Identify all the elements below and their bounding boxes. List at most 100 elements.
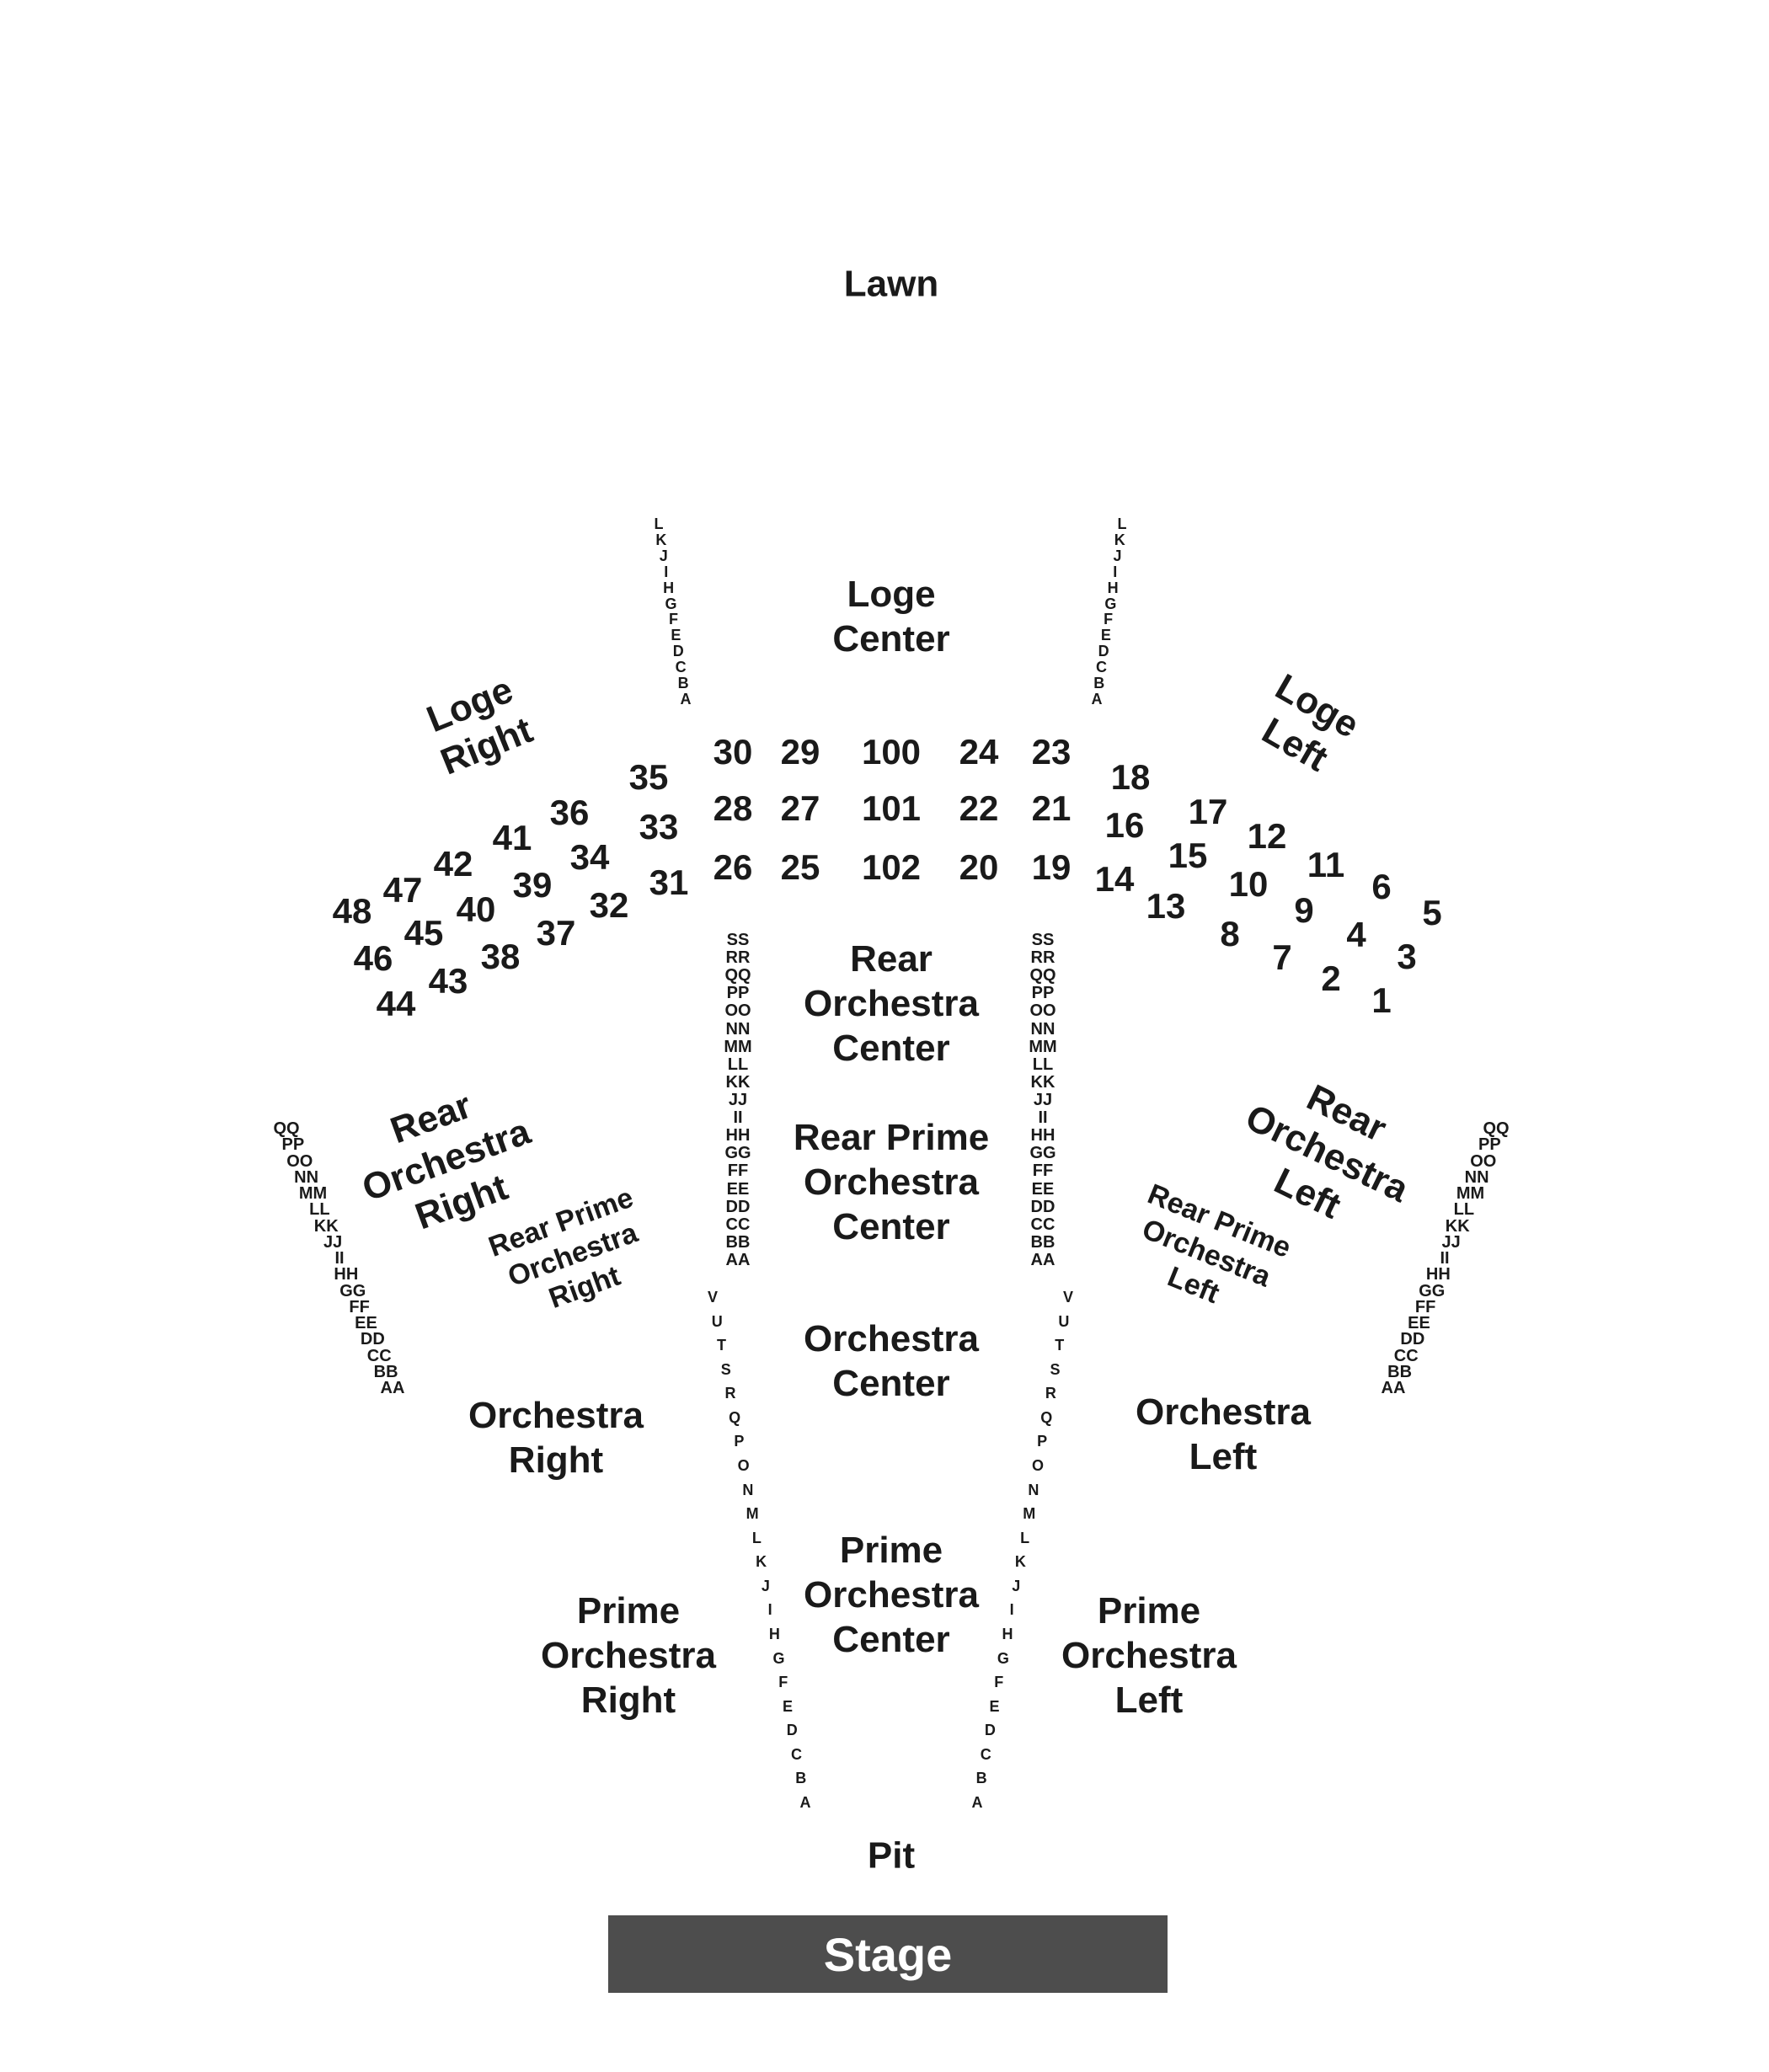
loge-box-47[interactable]: 47 bbox=[382, 869, 423, 910]
label-line: Center bbox=[832, 1363, 950, 1404]
loge-box-23[interactable]: 23 bbox=[1031, 731, 1072, 772]
loge-box-100[interactable]: 100 bbox=[861, 731, 922, 772]
section-prime-orchestra-left[interactable]: Prime Orchestra Left bbox=[1061, 1589, 1237, 1722]
label-line: Prime bbox=[1097, 1589, 1201, 1631]
loge-box-2[interactable]: 2 bbox=[1321, 958, 1341, 998]
rear-orchestra-right-side-row-ff: FF bbox=[349, 1297, 370, 1316]
orchestra-left-aisle-row-n: N bbox=[1028, 1481, 1039, 1498]
loge-box-3[interactable]: 3 bbox=[1397, 936, 1417, 976]
loge-box-26[interactable]: 26 bbox=[713, 846, 753, 887]
loge-box-18[interactable]: 18 bbox=[1110, 756, 1151, 797]
loge-box-16[interactable]: 16 bbox=[1104, 804, 1145, 845]
loge-box-30[interactable]: 30 bbox=[713, 731, 753, 772]
section-loge-right[interactable]: Loge Right bbox=[418, 667, 539, 785]
loge-box-20[interactable]: 20 bbox=[959, 846, 999, 887]
rear-orchestra-right-side-row-gg: GG bbox=[339, 1281, 366, 1300]
section-prime-orchestra-center[interactable]: Prime Orchestra Center bbox=[804, 1529, 979, 1662]
section-prime-orchestra-right[interactable]: Prime Orchestra Right bbox=[541, 1589, 716, 1722]
section-loge-center[interactable]: Loge Center bbox=[832, 573, 949, 662]
loge-box-36[interactable]: 36 bbox=[549, 792, 590, 832]
rear-orchestra-right-aisle-row-oo: OO bbox=[724, 1001, 751, 1021]
section-orchestra-center[interactable]: Orchestra Center bbox=[804, 1317, 979, 1407]
loge-box-38[interactable]: 38 bbox=[480, 936, 521, 976]
loge-box-31[interactable]: 31 bbox=[649, 862, 689, 902]
loge-box-19[interactable]: 19 bbox=[1031, 846, 1072, 887]
loge-box-39[interactable]: 39 bbox=[512, 864, 553, 905]
section-pit[interactable]: Pit bbox=[867, 1834, 916, 1877]
loge-box-24[interactable]: 24 bbox=[959, 731, 999, 772]
rear-orchestra-right-aisle-row-pp: PP bbox=[726, 984, 750, 1003]
orchestra-right-aisle-row-m: M bbox=[746, 1505, 759, 1523]
loge-box-48[interactable]: 48 bbox=[332, 890, 372, 931]
loge-box-9[interactable]: 9 bbox=[1294, 889, 1314, 930]
loge-box-13[interactable]: 13 bbox=[1146, 885, 1186, 926]
loge-right-aisle-row-k: K bbox=[655, 531, 667, 548]
label-line: Orchestra bbox=[1061, 1634, 1237, 1676]
loge-box-14[interactable]: 14 bbox=[1094, 858, 1135, 899]
loge-box-21[interactable]: 21 bbox=[1031, 788, 1072, 828]
section-orchestra-left[interactable]: Orchestra Left bbox=[1136, 1391, 1311, 1480]
loge-box-28[interactable]: 28 bbox=[713, 788, 753, 828]
loge-box-33[interactable]: 33 bbox=[639, 806, 679, 846]
loge-box-34[interactable]: 34 bbox=[569, 836, 610, 877]
loge-box-8[interactable]: 8 bbox=[1220, 913, 1240, 953]
rear-orchestra-right-side-row-cc: CC bbox=[366, 1346, 392, 1365]
rear-orchestra-right-aisle-row-ff: FF bbox=[727, 1161, 749, 1181]
loge-box-7[interactable]: 7 bbox=[1272, 937, 1292, 977]
loge-box-6[interactable]: 6 bbox=[1371, 866, 1392, 906]
section-orchestra-right[interactable]: Orchestra Right bbox=[468, 1394, 644, 1483]
loge-box-45[interactable]: 45 bbox=[404, 912, 444, 953]
loge-box-4[interactable]: 4 bbox=[1346, 914, 1366, 954]
loge-box-25[interactable]: 25 bbox=[780, 846, 820, 887]
loge-box-15[interactable]: 15 bbox=[1168, 835, 1208, 875]
loge-box-27[interactable]: 27 bbox=[780, 788, 820, 828]
loge-box-40[interactable]: 40 bbox=[456, 889, 496, 929]
orchestra-left-aisle-row-s: S bbox=[1050, 1360, 1061, 1378]
loge-box-11[interactable]: 11 bbox=[1307, 844, 1345, 884]
rear-orchestra-right-side-row-hh: HH bbox=[334, 1265, 359, 1284]
loge-box-35[interactable]: 35 bbox=[628, 756, 669, 797]
loge-box-102[interactable]: 102 bbox=[861, 846, 922, 887]
loge-box-5[interactable]: 5 bbox=[1422, 892, 1442, 932]
section-rear-orchestra-center[interactable]: Rear Orchestra Center bbox=[804, 937, 979, 1071]
rear-orchestra-left-side-row-pp: PP bbox=[1478, 1135, 1501, 1155]
label-line: Prime bbox=[576, 1589, 681, 1631]
rear-orchestra-right-side-row-ii: II bbox=[334, 1249, 345, 1268]
rear-orchestra-right-side-row-ll: LL bbox=[309, 1200, 330, 1220]
rear-orchestra-left-side-row-qq: QQ bbox=[1483, 1119, 1510, 1138]
section-loge-left[interactable]: Loge Left bbox=[1245, 665, 1366, 787]
loge-box-101[interactable]: 101 bbox=[861, 788, 922, 828]
label-line: Right bbox=[508, 1439, 604, 1481]
label-line: Rear bbox=[850, 937, 933, 980]
loge-right-aisle-row-h: H bbox=[663, 579, 675, 596]
loge-box-42[interactable]: 42 bbox=[433, 843, 473, 884]
orchestra-left-aisle-row-r: R bbox=[1045, 1385, 1056, 1402]
loge-box-44[interactable]: 44 bbox=[376, 983, 416, 1023]
rear-orchestra-right-aisle-row-ss: SS bbox=[726, 931, 750, 949]
loge-box-1[interactable]: 1 bbox=[1371, 980, 1392, 1020]
loge-box-46[interactable]: 46 bbox=[353, 937, 393, 978]
loge-box-43[interactable]: 43 bbox=[428, 960, 468, 1001]
loge-box-37[interactable]: 37 bbox=[536, 912, 576, 953]
rear-orchestra-left-side-row-ee: EE bbox=[1408, 1314, 1430, 1332]
rear-orchestra-left-side-row-cc: CC bbox=[1393, 1346, 1419, 1365]
orchestra-left-aisle-row-u: U bbox=[1058, 1312, 1070, 1330]
loge-box-10[interactable]: 10 bbox=[1228, 863, 1269, 904]
loge-right-aisle-row-b: B bbox=[677, 675, 689, 692]
rear-orchestra-left-side-row-dd: DD bbox=[1400, 1330, 1425, 1349]
section-rear-prime-orchestra-center[interactable]: Rear Prime Orchestra Center bbox=[794, 1116, 989, 1249]
loge-box-12[interactable]: 12 bbox=[1247, 815, 1287, 856]
section-lawn[interactable]: Lawn bbox=[843, 263, 939, 305]
label-line: Prime bbox=[839, 1529, 943, 1571]
loge-box-41[interactable]: 41 bbox=[492, 817, 532, 857]
loge-box-17[interactable]: 17 bbox=[1188, 791, 1228, 831]
loge-box-32[interactable]: 32 bbox=[589, 884, 629, 925]
label-line: Center bbox=[832, 1618, 950, 1660]
orchestra-right-aisle-row-g: G bbox=[772, 1649, 785, 1667]
loge-box-22[interactable]: 22 bbox=[959, 788, 999, 828]
loge-left-aisle-row-c: C bbox=[1095, 659, 1107, 676]
loge-box-29[interactable]: 29 bbox=[780, 731, 820, 772]
rear-orchestra-right-side-row-pp: PP bbox=[281, 1135, 305, 1155]
loge-right-aisle-row-i: I bbox=[664, 563, 669, 580]
orchestra-right-aisle-row-h: H bbox=[768, 1626, 780, 1642]
